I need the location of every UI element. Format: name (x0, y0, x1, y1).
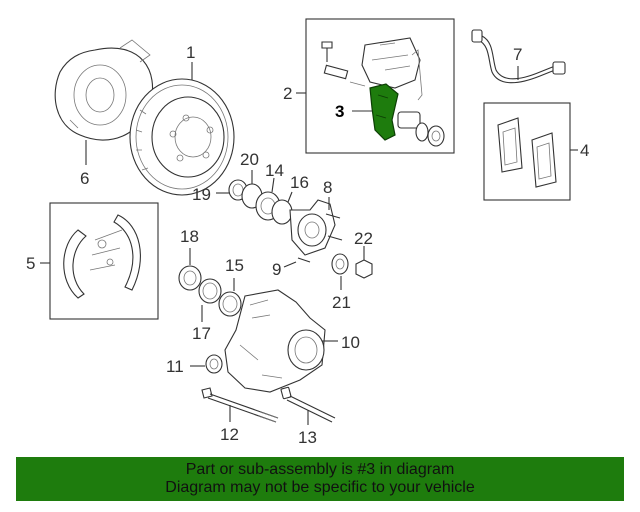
brake-hose-part (471, 29, 566, 84)
callout-13: 13 (298, 428, 317, 447)
callout-7: 7 (513, 45, 523, 64)
parking-brake-shoes-box (49, 202, 159, 320)
callout-17: 17 (192, 324, 211, 343)
caliper-part (321, 37, 445, 147)
callout-20: 20 (240, 150, 259, 169)
caliper-assembly-box (305, 18, 455, 154)
dust-shield-part (54, 39, 154, 141)
bearing-seal-parts (178, 265, 242, 317)
callout-11: 11 (166, 357, 184, 376)
callout-8: 8 (323, 178, 333, 197)
callout-14: 14 (265, 161, 284, 180)
bolt-parts (201, 386, 336, 423)
callout-21: 21 (332, 293, 351, 312)
callout-6: 6 (80, 169, 90, 188)
callout-16: 16 (290, 173, 309, 192)
callout-4: 4 (580, 141, 590, 160)
callout-3: 3 (335, 102, 345, 121)
caliper-bracket-part (369, 83, 399, 141)
banner-line-1: Part or sub-assembly is #3 in diagram (185, 461, 455, 478)
banner-line-2: Diagram may not be specific to your vehi… (165, 479, 475, 496)
brake-pads-part (497, 117, 557, 188)
parts-diagram (40, 18, 578, 425)
callout-2: 2 (283, 84, 293, 103)
hub-nut-parts (331, 253, 373, 279)
callout-5: 5 (26, 254, 36, 273)
callout-22: 22 (354, 229, 373, 248)
callout-1: 1 (186, 43, 196, 62)
callout-18: 18 (180, 227, 199, 246)
steering-knuckle-part (205, 289, 326, 393)
callout-19: 19 (192, 185, 211, 204)
callout-9: 9 (272, 260, 282, 279)
parking-brake-shoes-part (63, 214, 141, 299)
hub-bearing-parts (228, 179, 343, 263)
info-banner: Part or sub-assembly is #3 in diagram Di… (16, 457, 624, 501)
brake-rotor-part (129, 78, 235, 196)
callout-12: 12 (220, 425, 239, 444)
brake-pads-box (483, 102, 571, 201)
callout-10: 10 (341, 333, 360, 352)
callout-15: 15 (225, 256, 244, 275)
